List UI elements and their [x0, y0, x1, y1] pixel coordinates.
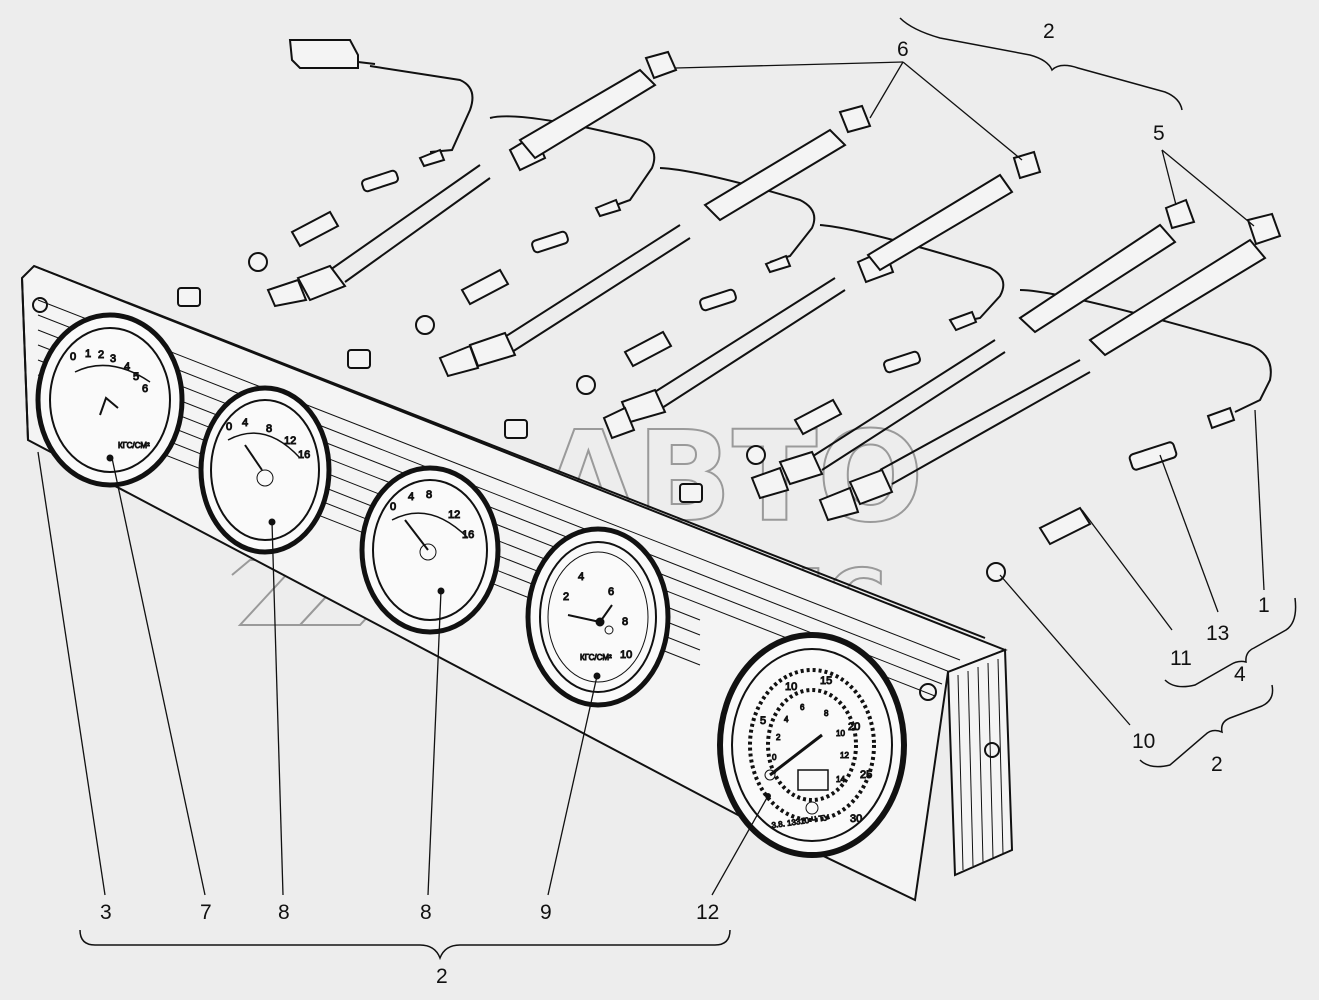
- temperature-gauge-2: 0 4 8 12 16: [359, 465, 501, 635]
- gauge8a-tick-0: 0: [226, 421, 232, 433]
- group-braces: [79, 17, 1297, 961]
- callout-11: 11: [1170, 647, 1192, 670]
- tach-inner-0: 0: [772, 753, 777, 762]
- gauge9-tick-2: 2: [563, 591, 569, 603]
- brace-top: [899, 17, 1183, 111]
- temperature-gauge-1: 0 4 8 12 16: [198, 385, 332, 555]
- tach-inner-6: 6: [800, 703, 805, 712]
- needle: [99, 396, 119, 416]
- callout-1: 1: [1258, 594, 1270, 617]
- harness-plug: [288, 39, 359, 69]
- brace-right-upper: [1164, 597, 1297, 688]
- brace-right-lower: [1139, 684, 1274, 768]
- callout-2-right: 2: [1211, 753, 1223, 776]
- callout-labels: 3 7 8 8 9 12 2 2 6 5 1 13 11 4 10 2: [100, 20, 1270, 988]
- tach-outer-25: 25: [860, 769, 872, 781]
- callout-9: 9: [540, 901, 552, 924]
- callout-4: 4: [1234, 663, 1246, 686]
- cable-assemblies: [248, 39, 1282, 582]
- gauge8a-tick-3: 12: [284, 435, 296, 447]
- callout-2-top: 2: [1043, 20, 1055, 43]
- mount-hole-endcap: [984, 742, 1000, 758]
- tach-outer-30: 30: [850, 813, 862, 825]
- gauge8b-tick-1: 4: [408, 491, 414, 503]
- tach-outer-15: 15: [820, 675, 832, 687]
- gauge8b-tick-0: 0: [390, 501, 396, 513]
- gauge7-tick-6: 6: [142, 383, 148, 395]
- callout-10: 10: [1132, 730, 1155, 753]
- tubes-upper: [518, 68, 1267, 357]
- end-cap-ribbing: [957, 658, 1004, 871]
- tach-inner-10: 10: [836, 729, 845, 738]
- gauge7-tick-1: 1: [85, 348, 91, 360]
- leader-lines: [37, 61, 1265, 896]
- gauge7-tick-4: 4: [124, 361, 130, 373]
- gauge9-unit: КГС/СМ²: [580, 653, 612, 662]
- callout-8a: 8: [278, 901, 290, 924]
- air-pressure-gauge: 2 4 6 8 10 КГС/СМ²: [525, 526, 671, 708]
- hose-5: [818, 359, 1091, 522]
- gauge8b-tick-2: 8: [426, 489, 432, 501]
- temp-symbol: [256, 469, 274, 487]
- odometer-window: [797, 769, 829, 791]
- oil-pressure-gauge: 0 1 2 3 4 5 6 КГС/СМ²: [35, 312, 185, 488]
- tachometer: 5 10 15 20 25 30 0 2 4 6 8 10 12 14 3.8.…: [717, 632, 907, 858]
- end-nuts: [644, 50, 1282, 246]
- harness-wire-d: [819, 224, 1005, 323]
- mount-hole-right: [919, 683, 937, 701]
- gauge7-unit: КГС/СМ²: [118, 441, 150, 450]
- hose-2: [438, 224, 691, 378]
- harness-wire-a: [369, 65, 474, 153]
- hose-4: [750, 339, 1006, 500]
- tach-inner-4: 4: [784, 715, 789, 724]
- callout-7: 7: [200, 901, 212, 924]
- gauge9-tick-6: 6: [608, 586, 614, 598]
- callout-8b: 8: [420, 901, 432, 924]
- gauge7-tick-2: 2: [98, 349, 104, 361]
- panel-knobs: [177, 287, 703, 503]
- gauge8b-tick-3: 12: [448, 509, 460, 521]
- needle: [244, 444, 263, 471]
- gauge9-tick-8: 8: [622, 616, 628, 628]
- gauge7-tick-0: 0: [70, 351, 76, 363]
- gauge8a-tick-1: 4: [242, 417, 248, 429]
- brand-logo: [805, 801, 819, 815]
- callout-2-bottom: 2: [436, 965, 448, 988]
- gauge8a-tick-2: 8: [266, 423, 272, 435]
- callout-12: 12: [696, 901, 719, 924]
- callout-13: 13: [1206, 622, 1229, 645]
- callout-3: 3: [100, 901, 112, 924]
- gauge7-tick-5: 5: [133, 371, 139, 383]
- temp-symbol: [419, 543, 437, 561]
- harness-wire-b: [489, 115, 656, 209]
- gauge9-tick-10: 10: [620, 649, 632, 661]
- mount-hole-left: [32, 297, 48, 313]
- tach-outer-5: 5: [760, 715, 766, 727]
- harness-wire-e: [1019, 289, 1272, 413]
- gauge7-tick-3: 3: [110, 353, 116, 365]
- brace-bottom: [79, 929, 731, 961]
- callout-5: 5: [1153, 122, 1165, 145]
- tach-outer-20: 20: [848, 721, 860, 733]
- tach-inner-2: 2: [776, 733, 781, 742]
- callout-6: 6: [897, 38, 909, 61]
- needle: [769, 733, 823, 777]
- gauge9-tick-4: 4: [578, 571, 584, 583]
- gauge8b-tick-4: 16: [462, 529, 474, 541]
- tach-inner-8: 8: [824, 709, 829, 718]
- hose-1: [266, 133, 547, 308]
- gauge8a-tick-4: 16: [298, 449, 310, 461]
- tach-outer-10: 10: [785, 681, 797, 693]
- tach-inner-12: 12: [840, 751, 849, 760]
- tach-inner-14: 14: [836, 775, 845, 784]
- harness-wire-c: [659, 167, 816, 263]
